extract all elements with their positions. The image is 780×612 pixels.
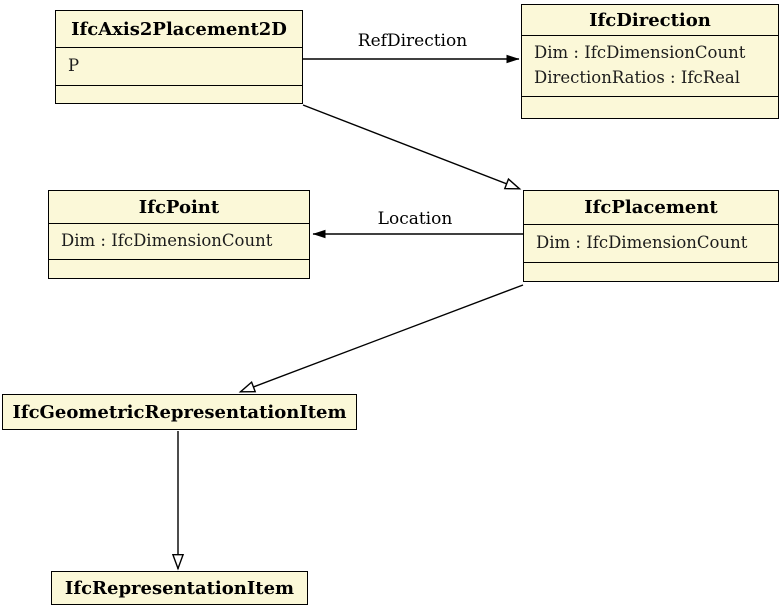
attribute: P: [68, 56, 80, 76]
empty-compartment: [56, 86, 302, 103]
attribute: Dim : IfcDimensionCount: [534, 43, 746, 63]
class-name: IfcGeometricRepresentationItem: [12, 401, 347, 423]
empty-compartment: [524, 263, 778, 281]
class-box-ifcgeometricrepresentationitem: IfcGeometricRepresentationItem: [2, 394, 357, 430]
class-box-ifcaxis2placement2d: IfcAxis2Placement2D P: [55, 10, 303, 104]
attribute: Dim : IfcDimensionCount: [536, 233, 748, 253]
empty-compartment: [522, 97, 778, 118]
generalization-placement-to-geometricrepresentationitem: [238, 284, 524, 393]
class-box-ifcplacement: IfcPlacement Dim : IfcDimensionCount: [523, 190, 779, 282]
class-box-ifcrepresentationitem: IfcRepresentationItem: [51, 571, 308, 605]
empty-compartment: [49, 260, 309, 278]
attribute: DirectionRatios : IfcReal: [534, 68, 741, 87]
generalization-axis2placement2d-to-placement: [302, 104, 522, 190]
class-box-ifcdirection: IfcDirection Dim : IfcDimensionCount Dir…: [521, 4, 779, 119]
class-attributes: Dim : IfcDimensionCount: [49, 224, 309, 260]
class-attributes: Dim : IfcDimensionCount: [524, 225, 778, 263]
class-attributes: Dim : IfcDimensionCount DirectionRatios …: [522, 36, 778, 97]
class-name: IfcAxis2Placement2D: [56, 11, 302, 48]
attribute: Dim : IfcDimensionCount: [61, 231, 273, 251]
association-label-refdirection: RefDirection: [357, 31, 468, 51]
class-box-ifcpoint: IfcPoint Dim : IfcDimensionCount: [48, 190, 310, 279]
class-name: IfcPlacement: [524, 191, 778, 225]
class-attributes: P: [56, 48, 302, 86]
class-name: IfcPoint: [49, 191, 309, 224]
class-name: IfcRepresentationItem: [64, 577, 295, 599]
class-name: IfcDirection: [522, 5, 778, 36]
association-label-location: Location: [377, 209, 453, 229]
